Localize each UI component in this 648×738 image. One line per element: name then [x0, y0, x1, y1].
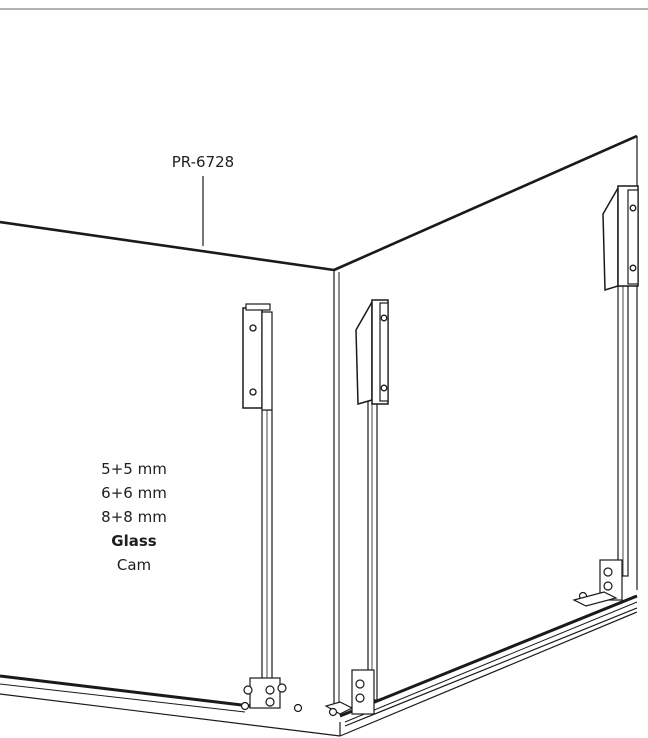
product-code-label: PR-6728: [172, 153, 234, 171]
glass-label-en: Glass: [111, 532, 157, 550]
glass-thickness-1: 5+5 mm: [101, 460, 167, 478]
support-post-left: [240, 303, 303, 713]
glass-thickness-3: 8+8 mm: [101, 508, 167, 526]
glass-label-tr: Cam: [117, 556, 151, 574]
support-post-right: [572, 185, 639, 607]
glass-panels: [0, 134, 638, 706]
callout-product-code: PR-6728: [172, 153, 234, 246]
right-glass-top-edge: [333, 134, 638, 272]
base-rail: [0, 594, 638, 737]
left-glass-top-edge: [0, 220, 335, 272]
support-post-middle: [328, 299, 389, 717]
glass-spec: 5+5 mm 6+6 mm 8+8 mm Glass Cam: [101, 460, 167, 574]
glass-thickness-2: 6+6 mm: [101, 484, 167, 502]
